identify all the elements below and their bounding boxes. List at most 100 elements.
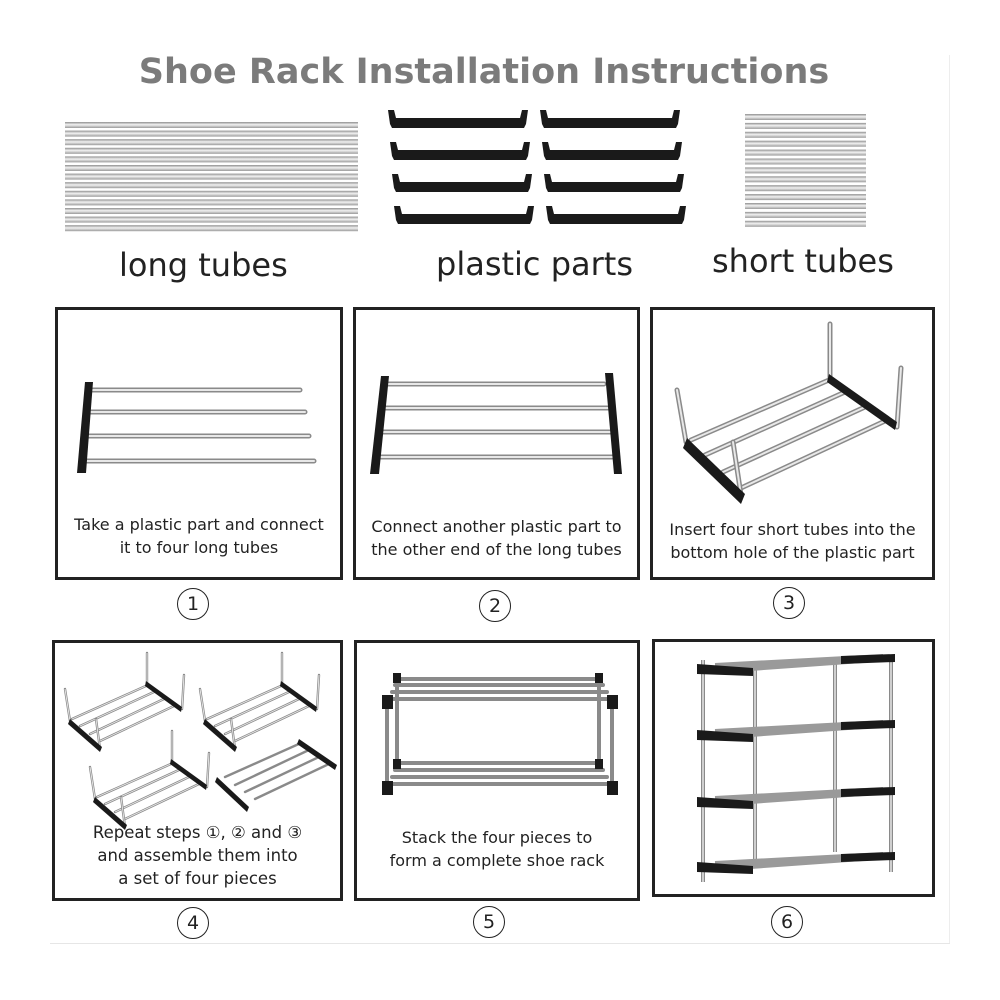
frame-plastic: [203, 719, 237, 752]
frame-tube-shine: [181, 674, 185, 710]
long-tube: [65, 199, 358, 206]
frame-tube: [223, 741, 303, 779]
frame-plastic: [93, 797, 127, 830]
short-tube: [745, 122, 866, 129]
long-tube: [65, 225, 358, 232]
step-3-number: 3: [773, 587, 805, 619]
step-6-illustration: [697, 654, 895, 882]
step-3-illustration: [674, 321, 904, 504]
step-1-caption-line-2: it to four long tubes: [119, 538, 279, 557]
long-tube: [65, 208, 358, 214]
step-5-caption-line-2: form a complete shoe rack: [389, 851, 605, 870]
step-5-number: 5: [473, 906, 505, 938]
plastic-part: [394, 206, 534, 224]
frame-tube-shine: [206, 752, 210, 788]
frame-tube-shine: [104, 768, 182, 805]
short-tube: [745, 194, 866, 201]
frame-tube-shine: [89, 697, 167, 735]
plastic-part: [544, 174, 684, 192]
frame-tube-shine: [316, 674, 320, 710]
long-tube: [65, 122, 358, 128]
frame-tube-shine: [124, 782, 202, 820]
plastic-part: [388, 110, 528, 128]
frame-plastic: [215, 777, 249, 812]
step-5-illustration: [382, 673, 618, 795]
step-6-number: 6: [771, 906, 803, 938]
rack-plastic: [841, 720, 895, 730]
frame-tube: [253, 761, 333, 801]
right-rule: [949, 55, 950, 943]
plastic-part: [390, 142, 530, 160]
step-4-illustration: [63, 651, 337, 830]
bottom-rule: [50, 943, 950, 944]
short-tube: [745, 211, 866, 218]
frame-plastic: [145, 681, 182, 712]
step-5-caption: Stack the four pieces to form a complete…: [357, 826, 637, 872]
long-tube: [65, 165, 358, 171]
step-1-illustration: [77, 382, 317, 473]
rack-plastic: [697, 730, 753, 742]
rack-plastic: [697, 862, 753, 874]
rack-plastic: [841, 852, 895, 862]
short-tube: [745, 140, 866, 147]
short-tube: [745, 220, 866, 227]
frame-tube-shine: [64, 688, 71, 722]
frame-tube-shine: [89, 766, 96, 800]
step-5-caption-line-1: Stack the four pieces to: [401, 828, 593, 847]
frame-tube: [243, 754, 323, 794]
step-3-caption-line-2: bottom hole of the plastic part: [670, 543, 915, 562]
step-3-caption-line-1: Insert four short tubes into the: [669, 520, 916, 539]
frame-plastic: [297, 739, 337, 770]
step-5-panel: Stack the four pieces to form a complete…: [354, 640, 640, 901]
frame-tube-shine: [120, 796, 126, 828]
short-tubes-image: [745, 114, 866, 227]
step-1-panel: Take a plastic part and connect it to fo…: [55, 307, 343, 580]
frame-plastic: [280, 681, 317, 712]
plastic-parts-image: [388, 110, 686, 224]
long-tube: [65, 139, 358, 146]
long-tube: [65, 190, 358, 197]
step-2-panel: Connect another plastic part to the othe…: [353, 307, 640, 580]
step-4-caption-line-2: and assemble them into: [97, 846, 298, 865]
short-tube: [745, 149, 866, 156]
long-tube: [65, 147, 358, 154]
step-4-number: 4: [177, 907, 209, 939]
step-2-illustration: [370, 373, 622, 474]
frame-tube-shine: [79, 690, 157, 727]
short-tube: [745, 131, 866, 138]
short-tubes-label: short tubes: [712, 242, 894, 280]
step-1-caption-line-1: Take a plastic part and connect: [74, 515, 324, 534]
step-2-caption-line-1: Connect another plastic part to: [371, 517, 622, 536]
frame-tube: [233, 747, 313, 787]
page-title: Shoe Rack Installation Instructions: [138, 52, 830, 92]
short-tube: [745, 158, 866, 165]
step-4-caption-line-3: a set of four pieces: [118, 869, 277, 888]
frame-tube-shine: [96, 762, 174, 798]
frame-tube-shine: [99, 704, 177, 742]
plastic-part: [392, 174, 532, 192]
step-1-caption: Take a plastic part and connect it to fo…: [58, 513, 340, 559]
long-tubes-label: long tubes: [119, 246, 288, 284]
long-tube: [65, 130, 358, 137]
step-3-panel: Insert four short tubes into the bottom …: [650, 307, 935, 580]
long-tube: [65, 182, 358, 189]
long-tube: [65, 156, 358, 163]
frame-tube-shine: [214, 690, 292, 727]
rack-plastic: [841, 654, 895, 664]
frame-tube-shine: [206, 684, 284, 720]
long-tube: [65, 173, 358, 180]
long-tube: [65, 216, 358, 223]
rack-plastic: [841, 787, 895, 797]
rack-plastic: [697, 797, 753, 809]
parts-illustration: [65, 110, 866, 232]
step-4-caption-line-1: Repeat steps ①, ② and ③: [92, 823, 303, 842]
step-2-caption: Connect another plastic part to the othe…: [356, 515, 637, 561]
short-tube: [745, 185, 866, 192]
plastic-parts-label: plastic parts: [436, 245, 633, 283]
step-6-panel: [652, 639, 935, 897]
step-3-caption: Insert four short tubes into the bottom …: [653, 518, 932, 564]
frame-tube-shine: [224, 697, 302, 735]
frame-tube-shine: [95, 718, 101, 750]
step-4-caption: Repeat steps ①, ② and ③ and assemble the…: [55, 821, 340, 890]
frame-plastic: [170, 759, 207, 790]
